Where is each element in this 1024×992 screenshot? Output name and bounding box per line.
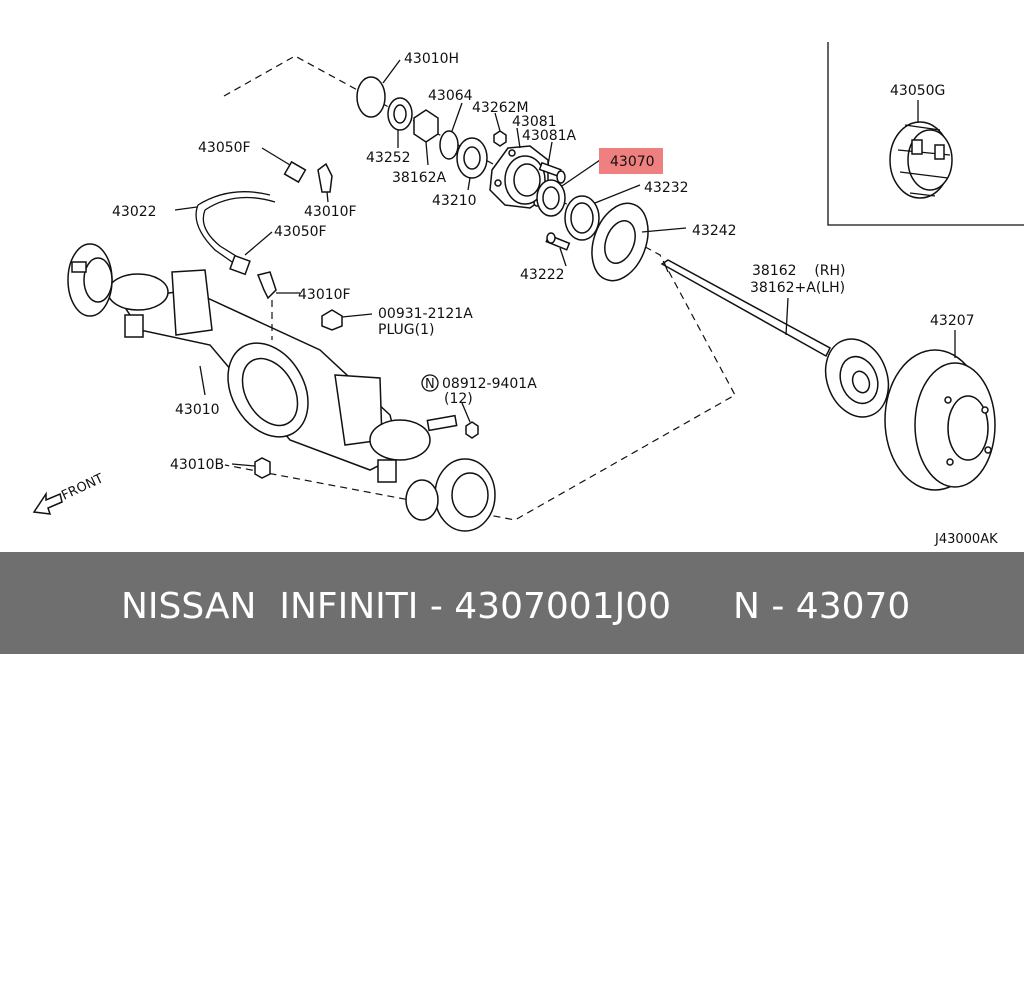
hub-43081 (489, 145, 549, 209)
leader-43070 (561, 159, 601, 187)
banner-brand-part-number: NISSAN INFINITI - 4307001J00 (121, 586, 672, 627)
parts-diagram: N FRONT 43010H 43064 43262M 43081 43081A… (32, 42, 1024, 547)
bearing-43210 (456, 137, 488, 179)
leader-08912 (461, 402, 471, 423)
callout-43081a: 43081A (522, 128, 577, 144)
nut-38162a (413, 109, 439, 143)
callout-43081: 43081 (512, 114, 557, 130)
callout-43050g: 43050G (890, 83, 945, 99)
callout-43252: 43252 (366, 150, 411, 166)
leader-43022 (174, 206, 198, 211)
callout-qty-12: (12) (444, 391, 473, 407)
callout-43262m: 43262M (472, 100, 529, 116)
inset-frame (827, 42, 1024, 226)
hose-43022-lower (195, 204, 237, 263)
leader-43064 (451, 102, 463, 132)
stud-08912 (426, 414, 479, 439)
bearing-43252 (387, 97, 413, 131)
callout-43022: 43022 (112, 204, 157, 220)
leader-plug (341, 313, 373, 318)
callout-43050f-upper: 43050F (198, 140, 251, 156)
leader-43010b (231, 463, 256, 467)
clip-43050f-lower (229, 254, 251, 276)
seal-43070 (536, 179, 566, 217)
leader-43010h (382, 59, 401, 84)
callout-43010f-upper: 43010F (304, 204, 357, 220)
callout-43232: 43232 (644, 180, 689, 196)
right-flange (405, 458, 496, 532)
o-ring-43010h (356, 76, 386, 118)
callout-43210: 43210 (432, 193, 477, 209)
callout-43064: 43064 (428, 88, 473, 104)
stud-43222 (545, 232, 571, 251)
left-flange (67, 243, 113, 317)
callout-43207: 43207 (930, 313, 975, 329)
leader-43050f-upper (261, 147, 291, 166)
washer-43064 (439, 130, 459, 160)
leader-43222 (559, 247, 567, 267)
leader-43210 (467, 177, 471, 191)
leader-43081 (516, 127, 521, 149)
diagram-code: J43000AK (934, 532, 998, 547)
callout-43010: 43010 (175, 402, 220, 418)
callout-43242: 43242 (692, 223, 737, 239)
callout-43222: 43222 (520, 267, 565, 283)
plate-43242 (591, 202, 649, 282)
part-number-banner: NISSAN INFINITI - 4307001J00 N - 43070 (0, 552, 1024, 654)
leader-38162a (425, 141, 429, 166)
leader-43010f-upper (326, 191, 329, 203)
callout-43010h: 43010H (404, 51, 459, 67)
n-symbol-letter: N (425, 377, 435, 392)
leader-43262m (494, 112, 501, 132)
banner-text: NISSAN INFINITI - 4307001J00 N - 43070 (0, 552, 1024, 654)
leader-43242 (641, 227, 687, 233)
leader-43010 (199, 365, 206, 396)
banner-reference: N - 43070 (733, 586, 911, 627)
clip-43050f-upper (283, 160, 307, 184)
callout-43010b: 43010B (170, 457, 224, 473)
callout-43050f-lower: 43050F (274, 224, 327, 240)
bolt-43081a (538, 161, 566, 184)
brake-drum-43207 (884, 349, 996, 491)
group-boundary (223, 55, 736, 521)
fitting-43010f-lower (256, 271, 277, 300)
callout-plug-label: PLUG(1) (378, 322, 434, 338)
nut-43262m (493, 130, 507, 147)
front-label: FRONT (59, 471, 106, 503)
leader-43081a (547, 141, 553, 166)
n-symbol-icon (421, 374, 439, 392)
callout-08912: 08912-9401A (442, 376, 537, 392)
seal-43232 (564, 195, 600, 241)
callout-38162a: 38162A (392, 170, 447, 186)
callout-43070: 43070 (610, 154, 655, 170)
plug-00931 (321, 309, 343, 331)
callout-43010f-lower: 43010F (298, 287, 351, 303)
plug-43010b (254, 457, 271, 479)
callout-38162a-lh: 38162+A(LH) (750, 280, 845, 296)
leader-43050f-lower (244, 231, 273, 256)
highlight-box-43070 (599, 148, 663, 174)
callout-plug-number: 00931-2121A (378, 306, 473, 322)
hose-43022 (197, 191, 276, 211)
exploded-view-drawing: N FRONT 43010H 43064 43262M 43081 43081A… (32, 42, 1024, 547)
leader-38162 (785, 297, 789, 336)
fitting-43010f-upper (317, 162, 333, 193)
callout-38162-rh: 38162 (RH) (752, 263, 846, 279)
axle-shaft-38162 (660, 259, 890, 418)
front-arrow-icon (32, 491, 63, 515)
leader-43232 (594, 184, 641, 204)
axle-housing-43010 (107, 269, 431, 483)
inset-part-43050g (889, 121, 953, 199)
